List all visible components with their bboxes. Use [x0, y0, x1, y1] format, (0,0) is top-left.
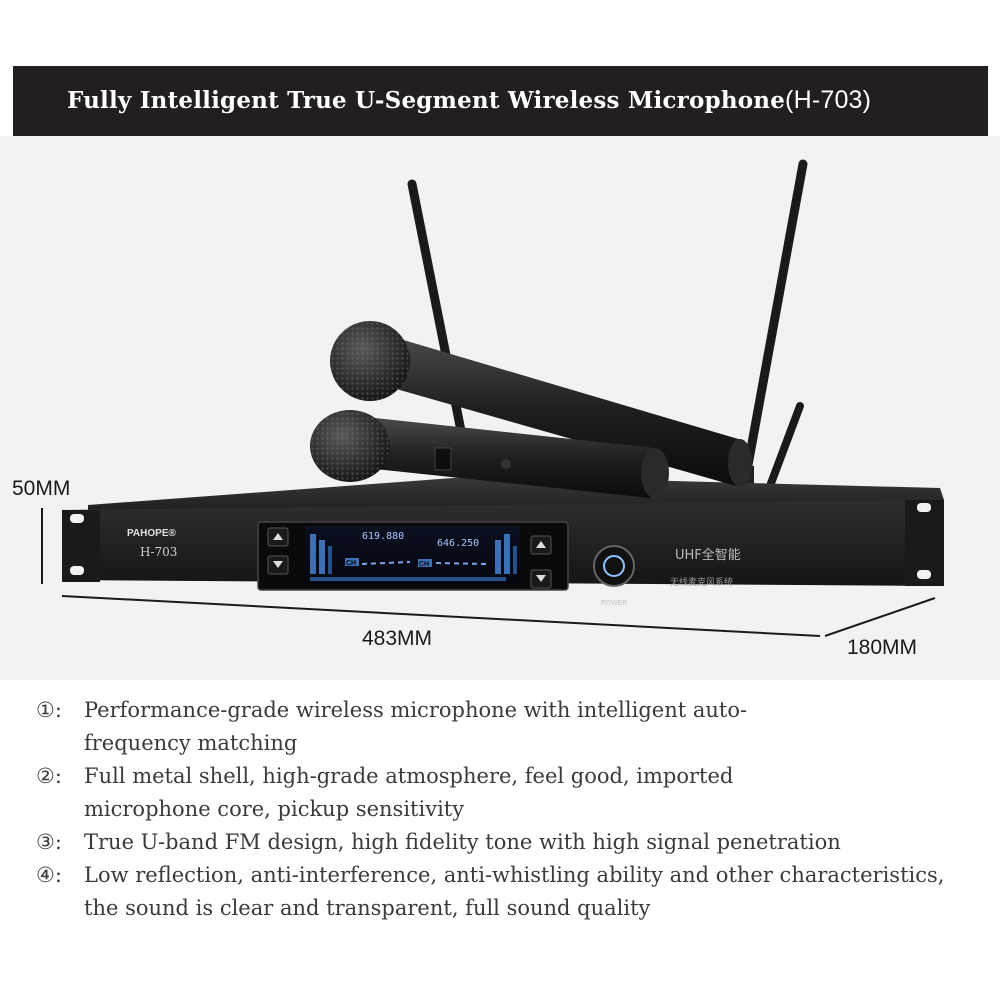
feature-number: ④: [36, 863, 62, 887]
product-photo: PAHOPE® H-703 619.880 646.250 CH CH [0, 136, 1000, 680]
frequency-a-readout: 619.880 [362, 531, 404, 542]
title-banner: Fully Intelligent True U-Segment Wireles… [13, 66, 988, 136]
depth-dimension-line [824, 597, 936, 637]
antenna-rear [766, 402, 804, 490]
ch-badge-b [418, 559, 432, 567]
height-dimension-label: 50MM [12, 477, 71, 500]
feature-text: Low reflection, anti-interference, anti-… [84, 863, 945, 920]
ch-label-a: CH [346, 560, 356, 567]
feature-text: Full metal shell, high-grade atmosphere,… [84, 764, 734, 821]
rf-level-strip [310, 577, 506, 581]
power-button[interactable] [593, 545, 635, 587]
feature-item: ②: Full metal shell, high-grade atmosphe… [36, 760, 986, 826]
ch-label-b: CH [419, 561, 429, 568]
receiver-model: H-703 [140, 545, 177, 559]
audio-level-bar-a [361, 561, 411, 565]
feature-item: ①: Performance-grade wireless microphone… [36, 694, 986, 760]
feature-text: Performance-grade wireless microphone wi… [84, 698, 748, 755]
arrow-up-icon [273, 533, 283, 540]
antenna-right [736, 159, 808, 486]
feature-list: ①: Performance-grade wireless microphone… [36, 694, 986, 925]
rack-slot-icon [70, 566, 84, 575]
signal-meter-left [310, 534, 332, 574]
lcd-screen [305, 526, 520, 584]
width-dimension-line [61, 595, 821, 637]
rack-slot-icon [70, 514, 84, 523]
rack-slot-icon [917, 570, 931, 579]
rack-slot-icon [917, 503, 931, 512]
power-label: POWER [601, 600, 627, 607]
banner-model: (H-703) [785, 86, 872, 114]
receiver-top [88, 476, 944, 516]
uhf-label: UHF全智能 [675, 547, 741, 563]
arrow-up-icon [536, 541, 546, 548]
power-icon [603, 555, 625, 577]
receiver-brand: PAHOPE® [127, 528, 176, 539]
width-dimension-label: 483MM [362, 627, 433, 650]
ch-badge-a [345, 558, 359, 566]
feature-item: ④: Low reflection, anti-interference, an… [36, 859, 986, 925]
signal-meter-right [495, 534, 517, 574]
system-subtitle: 无线麦克风系统 [670, 576, 733, 588]
feature-number: ③: [36, 830, 62, 854]
feature-number: ②: [36, 764, 62, 788]
product-illustration: PAHOPE® H-703 619.880 646.250 CH CH [41, 159, 944, 637]
banner-title-text: Fully Intelligent True U-Segment Wireles… [67, 87, 786, 114]
arrow-down-icon [273, 561, 283, 568]
feature-item: ③: True U-band FM design, high fidelity … [36, 826, 986, 859]
microphone-front [310, 410, 669, 498]
frequency-b-readout: 646.250 [437, 538, 479, 549]
feature-text: True U-band FM design, high fidelity ton… [84, 830, 841, 854]
depth-dimension-label: 180MM [847, 636, 918, 659]
feature-number: ①: [36, 698, 62, 722]
banner-title: Fully Intelligent True U-Segment Wireles… [67, 86, 871, 115]
arrow-down-icon [536, 575, 546, 582]
